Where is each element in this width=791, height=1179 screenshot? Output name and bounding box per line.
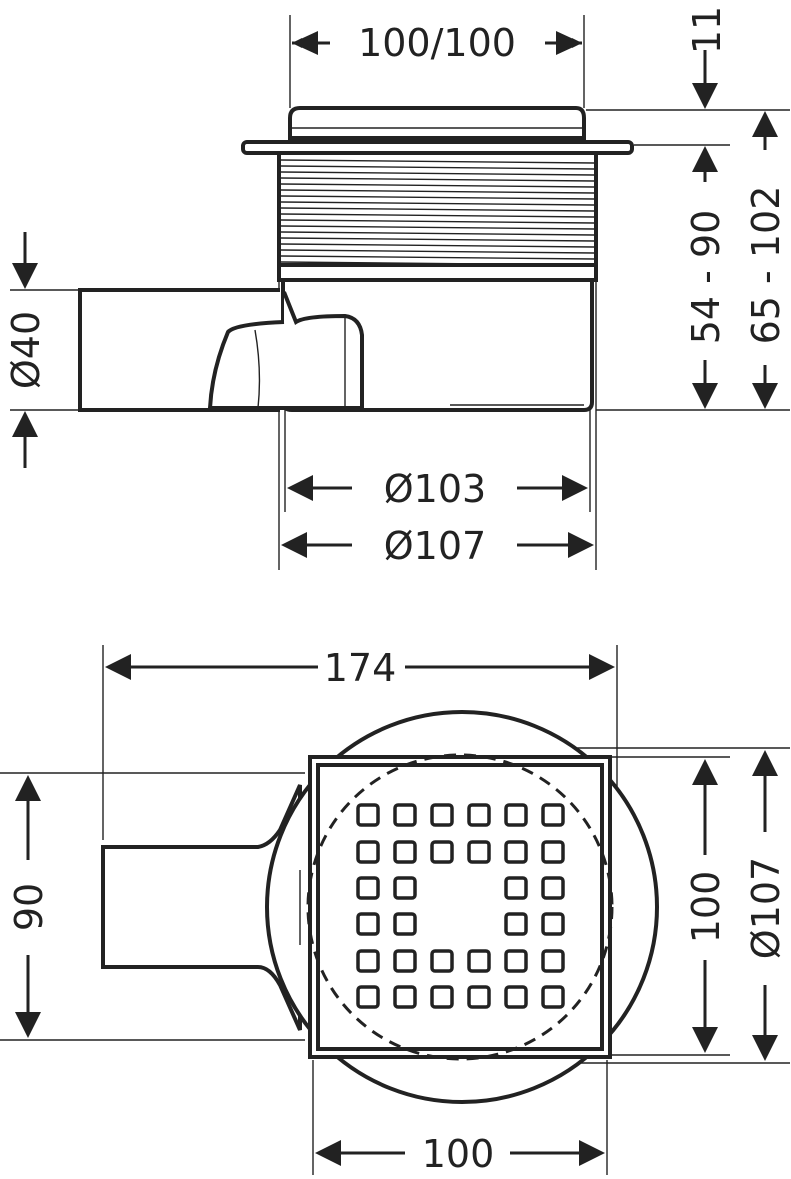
dimension-body-diameter-inner: Ø103 xyxy=(287,467,588,511)
svg-text:Ø40: Ø40 xyxy=(4,311,48,389)
thread-line xyxy=(280,243,595,248)
grate-slot xyxy=(393,803,417,827)
dimension-height-range-inner: 54 - 90 xyxy=(684,146,728,409)
grate-slot xyxy=(393,876,417,900)
grate-slot xyxy=(541,949,565,973)
thread-line xyxy=(280,189,595,194)
grate-slot xyxy=(541,876,565,900)
thread-line xyxy=(280,249,595,254)
thread-line xyxy=(280,255,595,260)
svg-text:11: 11 xyxy=(685,6,729,54)
dimension-outlet-diameter: Ø40 xyxy=(4,232,48,468)
grate-slot xyxy=(430,840,454,864)
svg-text:54 - 90: 54 - 90 xyxy=(684,210,728,345)
dimension-grate-size: 100/100 xyxy=(292,21,582,65)
thread-line xyxy=(280,231,595,236)
grate-slot xyxy=(356,803,380,827)
thread-line xyxy=(280,171,595,176)
thread-line xyxy=(280,237,595,242)
grate-slot xyxy=(504,912,528,936)
grate-slot xyxy=(430,803,454,827)
grate-slot xyxy=(504,803,528,827)
svg-text:65 - 102: 65 - 102 xyxy=(744,186,788,345)
grate-slot xyxy=(356,949,380,973)
dimension-grate-height: 11 xyxy=(685,6,729,109)
grate-slot xyxy=(430,985,454,1009)
grate-slot xyxy=(541,803,565,827)
thread-line xyxy=(280,213,595,218)
svg-text:Ø103: Ø103 xyxy=(384,467,486,511)
side-view: 100/100 11 54 - 90 65 - 102 xyxy=(4,6,790,570)
dimension-height-range-outer: 65 - 102 xyxy=(744,111,788,409)
grate-slot xyxy=(356,876,380,900)
dimension-body-diameter-outer: Ø107 xyxy=(281,524,594,568)
svg-text:Ø107: Ø107 xyxy=(384,524,486,568)
grate-slot xyxy=(541,912,565,936)
grate-slot xyxy=(393,949,417,973)
svg-text:100: 100 xyxy=(422,1132,495,1176)
grate-slot xyxy=(541,840,565,864)
dimension-overall-length: 174 xyxy=(105,646,615,690)
svg-text:174: 174 xyxy=(324,646,397,690)
grate-slot xyxy=(356,840,380,864)
grate-slot xyxy=(393,985,417,1009)
svg-text:100/100: 100/100 xyxy=(358,21,516,65)
thread-line xyxy=(280,219,595,224)
grate-slot xyxy=(467,840,491,864)
grate-slot xyxy=(356,985,380,1009)
grate-slot xyxy=(504,840,528,864)
plan-view: 174 90 100 Ø107 xyxy=(0,645,790,1176)
thread-line xyxy=(280,207,595,212)
grate-slot xyxy=(504,876,528,900)
grate-slots xyxy=(356,803,565,1009)
grate-slot xyxy=(393,912,417,936)
thread-line xyxy=(280,225,595,230)
grate-slot xyxy=(356,912,380,936)
svg-text:90: 90 xyxy=(7,883,51,931)
grate-slot xyxy=(504,949,528,973)
grate-slot xyxy=(430,949,454,973)
drain-plan xyxy=(101,710,659,1104)
grate-slot xyxy=(393,840,417,864)
dimension-grate-height-plan: 100 xyxy=(684,759,728,1053)
grate-slot xyxy=(504,985,528,1009)
thread-line xyxy=(280,201,595,206)
grate-slot xyxy=(467,985,491,1009)
thread-line xyxy=(280,183,595,188)
thread-line xyxy=(280,177,595,182)
thread-line xyxy=(280,159,595,164)
dimension-flange-diameter: Ø107 xyxy=(744,750,788,1061)
grate-slot xyxy=(467,803,491,827)
grate-slot xyxy=(467,949,491,973)
svg-text:100: 100 xyxy=(684,871,728,944)
drain-side-elevation xyxy=(78,106,634,412)
grate-slot xyxy=(541,985,565,1009)
dimension-outlet-offset: 90 xyxy=(7,775,51,1038)
dimension-grate-width: 100 xyxy=(315,1132,605,1176)
thread-line xyxy=(280,195,595,200)
svg-text:Ø107: Ø107 xyxy=(744,857,788,959)
thread-line xyxy=(280,165,595,170)
